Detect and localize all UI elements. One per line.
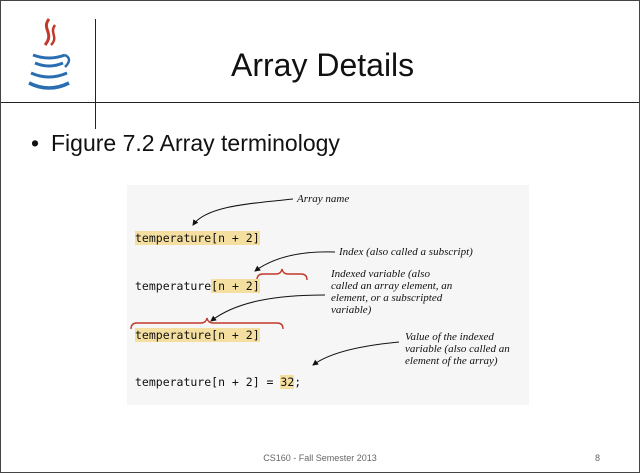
annotation-line: Value of the indexed	[405, 331, 494, 343]
annotation-line: variable)	[331, 304, 372, 316]
annotation-line: called an array element, an	[331, 280, 453, 292]
value-arrow	[312, 341, 400, 366]
annotation-line: variable (also called an	[405, 343, 510, 355]
annotation-index: Index (also called a subscript)	[339, 246, 473, 258]
index-arrow	[254, 251, 336, 272]
annotation-line: element of the array)	[405, 355, 498, 367]
highlight-indexed-variable: temperature[n + 2]	[135, 328, 260, 342]
bullet-item: • Figure 7.2 Array terminology	[31, 130, 340, 157]
java-coffee-cup-icon	[28, 18, 71, 90]
array-name-arrow	[192, 198, 294, 226]
page-number: 8	[595, 453, 601, 463]
slide-title: Array Details	[231, 47, 415, 83]
slide-footer: CS160 - Fall Semester 2013	[263, 453, 377, 463]
highlight-index: [n + 2]	[211, 279, 260, 293]
title-divider-vertical	[95, 19, 96, 129]
annotation-line: element, or a subscripted	[331, 292, 443, 304]
figure-arrows	[130, 198, 400, 366]
code-indexed-variable: temperature[n + 2]	[135, 328, 260, 342]
code-value-var: temperature[n + 2] =	[135, 375, 281, 389]
indexed-variable-brace	[130, 317, 284, 330]
title-divider-horizontal	[1, 102, 639, 103]
code-value: temperature[n + 2] = 32;	[135, 375, 301, 389]
array-terminology-figure: temperature[n + 2] temperature[n + 2] te…	[127, 185, 529, 405]
annotation-line: Indexed variable (also	[331, 268, 430, 280]
highlight-value: 32	[280, 375, 295, 389]
index-brace	[256, 268, 308, 281]
code-index: temperature[n + 2]	[135, 279, 260, 293]
code-array-name: temperature[n + 2]	[135, 231, 260, 245]
code-value-end: ;	[294, 375, 302, 389]
bullet-dot: •	[31, 130, 40, 156]
code-index-name: temperature	[135, 279, 212, 293]
bullet-text: Figure 7.2 Array terminology	[51, 130, 340, 156]
indexed-variable-arrow	[210, 294, 326, 322]
annotation-indexed-variable: Indexed variable (also called an array e…	[331, 268, 452, 316]
annotation-value: Value of the indexed variable (also call…	[405, 331, 510, 367]
annotation-array-name: Array name	[297, 193, 350, 205]
highlight-array-name: temperature[n + 2]	[135, 231, 260, 245]
